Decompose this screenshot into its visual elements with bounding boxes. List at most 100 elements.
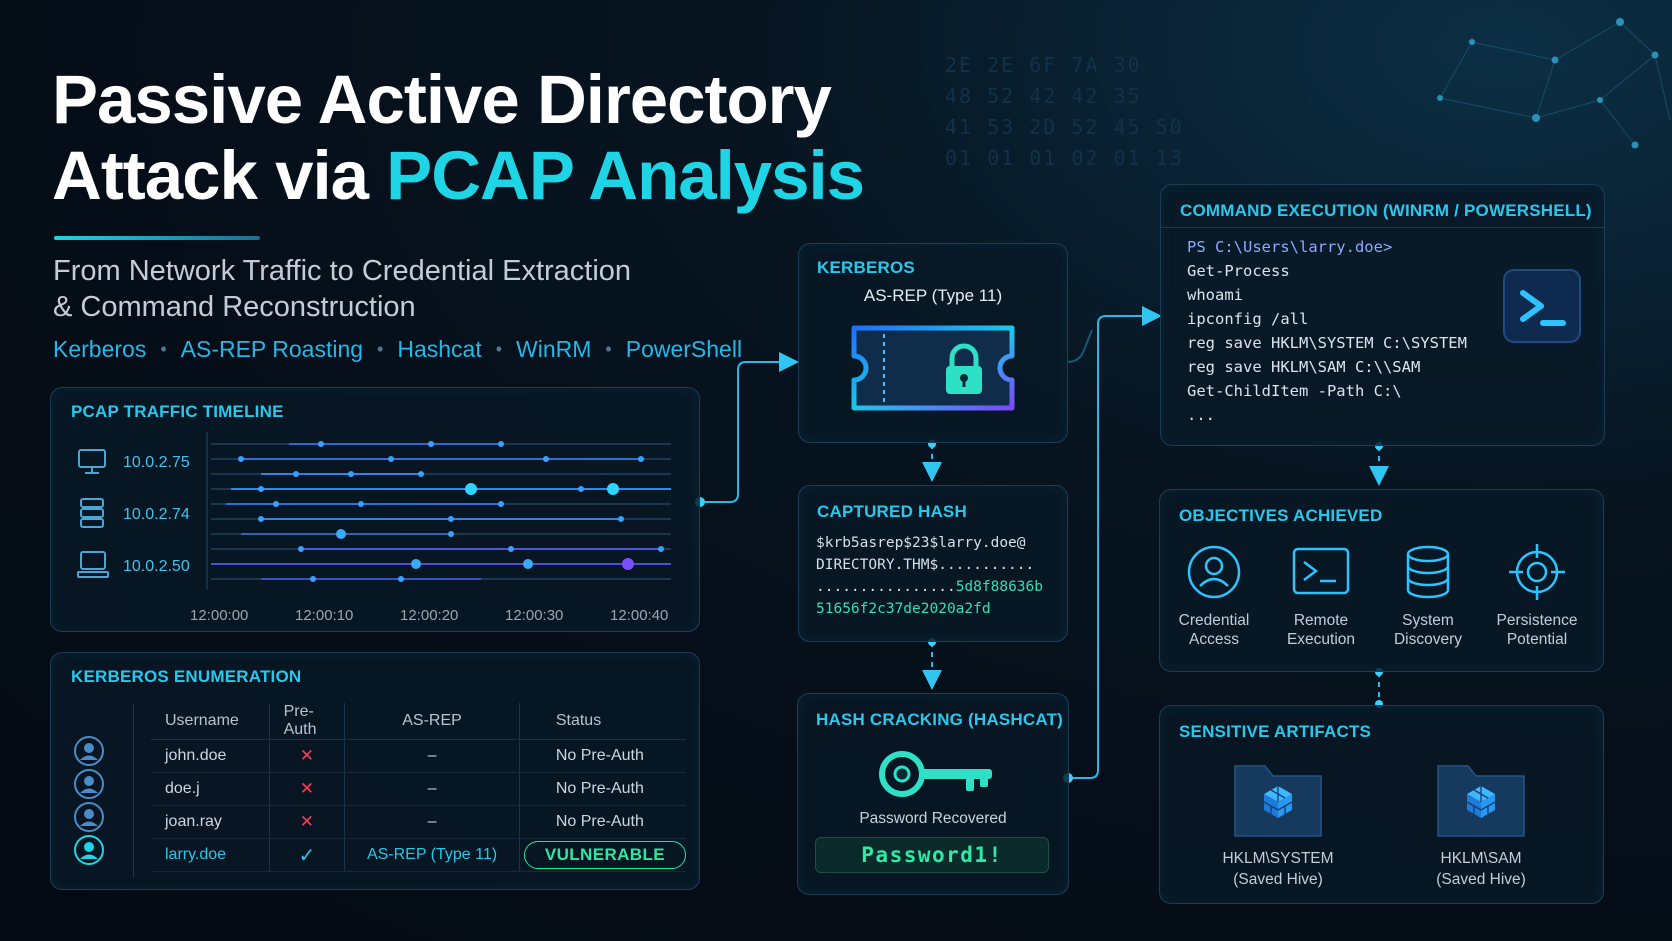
- database-icon: [1406, 545, 1450, 599]
- table-row: joan.ray ✕ – No Pre-Auth: [151, 805, 686, 839]
- table-divider: [133, 703, 134, 878]
- table-header-row: Username Pre-Auth AS-REP Status: [151, 703, 686, 740]
- ticket-lock-icon: [851, 325, 1015, 411]
- column-header: Username: [151, 703, 270, 740]
- connector-commands-to-kerberos-panel: [1066, 329, 1093, 363]
- vulnerable-badge: VULNERABLE: [523, 841, 686, 869]
- command-execution-panel: COMMAND EXECUTION (WINRM / POWERSHELL) P…: [1160, 184, 1605, 446]
- title-accent: PCAP Analysis: [386, 137, 865, 214]
- axis-tick: 12:00:30: [505, 607, 564, 624]
- command-line: ipconfig /all: [1187, 310, 1309, 328]
- subtitle: From Network Traffic to Credential Extra…: [53, 255, 632, 323]
- artifact-system-hive: HKLM\SYSTEM (Saved Hive): [1213, 756, 1343, 889]
- preauth-cell: ✓: [268, 838, 345, 872]
- powershell-prompt: PS C:\Users\larry.doe>: [1187, 238, 1393, 256]
- username-cell: joan.ray: [151, 805, 270, 839]
- user-icon: [1187, 545, 1241, 599]
- title-underline: [54, 236, 260, 240]
- pcap-timeline-panel: PCAP TRAFFIC TIMELINE 10.0.2.75 10.0.2.7…: [50, 387, 700, 632]
- tag-separator: •: [605, 339, 612, 359]
- command-line: ...: [1187, 406, 1215, 424]
- computer-icon: [77, 551, 109, 578]
- username-cell: larry.doe: [151, 838, 270, 872]
- target-icon: [1509, 544, 1565, 600]
- key-icon: [879, 751, 992, 797]
- folder-cube-icon: [1437, 765, 1525, 837]
- status-cell: No Pre-Auth: [518, 805, 686, 839]
- panel-title: COMMAND EXECUTION (WINRM / POWERSHELL): [1180, 201, 1592, 220]
- enumeration-table: Username Pre-Auth AS-REP Status john.doe…: [151, 703, 686, 872]
- column-header: Pre-Auth: [268, 703, 345, 740]
- panel-title: KERBEROS: [817, 258, 915, 277]
- tag: Hashcat: [397, 336, 482, 362]
- page-title: Passive Active Directory Attack via PCAP…: [52, 61, 865, 214]
- asrep-cell: AS-REP (Type 11): [344, 838, 520, 872]
- preauth-cell: ✕: [268, 805, 345, 839]
- command-list: PS C:\Users\larry.doe> Get-Process whoam…: [1187, 235, 1467, 427]
- network-graph-decoration: [1437, 18, 1671, 149]
- host-ip: 10.0.2.74: [123, 506, 190, 523]
- captured-hash-panel: CAPTURED HASH $krb5asrep$23$larry.doe@ D…: [798, 485, 1068, 642]
- asrep-cell: –: [344, 739, 520, 773]
- user-icon-highlighted: [74, 835, 104, 865]
- tag: AS-REP Roasting: [180, 336, 364, 362]
- objective-credential-access: Credential Access: [1172, 544, 1256, 649]
- preauth-cell: ✕: [268, 772, 345, 806]
- objective-persistence-potential: Persistence Potential: [1492, 544, 1582, 649]
- table-row: john.doe ✕ – No Pre-Auth: [151, 739, 686, 773]
- password-recovered-label: Password Recovered: [859, 810, 1007, 827]
- panel-title: HASH CRACKING (HASHCAT): [816, 710, 1063, 729]
- panel-title: CAPTURED HASH: [817, 502, 967, 521]
- username-cell: john.doe: [151, 739, 270, 773]
- powershell-icon: [1503, 269, 1581, 343]
- table-row: doe.j ✕ – No Pre-Auth: [151, 772, 686, 806]
- asrep-cell: –: [344, 805, 520, 839]
- user-icon: [74, 802, 104, 832]
- objectives-panel: OBJECTIVES ACHIEVED Credential Access Re…: [1159, 489, 1604, 672]
- folder-cube-icon: [1234, 765, 1322, 837]
- tag-separator: •: [160, 339, 167, 359]
- kerberos-enumeration-panel: KERBEROS ENUMERATION Username Pre-Auth A…: [50, 652, 700, 890]
- command-line: whoami: [1187, 286, 1243, 304]
- panel-title: SENSITIVE ARTIFACTS: [1179, 722, 1372, 741]
- host-ip: 10.0.2.75: [123, 454, 190, 471]
- command-line: reg save HKLM\SAM C:\\SAM: [1187, 358, 1421, 376]
- connector-cracking-to-commands: [1068, 306, 1162, 779]
- traffic-lanes: [206, 432, 671, 590]
- axis-tick: 12:00:40: [610, 607, 669, 624]
- kerberos-panel: KERBEROS AS-REP (Type 11): [798, 243, 1068, 443]
- server-icon: [80, 498, 104, 528]
- preauth-cell: ✕: [268, 739, 345, 773]
- column-header: Status: [518, 703, 686, 740]
- table-row-vulnerable: larry.doe ✓ AS-REP (Type 11) VULNERABLE: [151, 838, 686, 872]
- background-hex: 2E 2E 6F 7A 30 48 52 42 42 35 41 53 2D 5…: [945, 53, 1184, 170]
- status-cell: No Pre-Auth: [518, 772, 686, 806]
- panel-title: PCAP TRAFFIC TIMELINE: [71, 402, 284, 421]
- objective-remote-execution: Remote Execution: [1277, 544, 1365, 649]
- terminal-icon: [1292, 547, 1350, 595]
- recovered-password: Password1!: [815, 837, 1049, 873]
- panel-title: KERBEROS ENUMERATION: [71, 667, 302, 686]
- command-line: Get-ChildItem -Path C:\: [1187, 382, 1402, 400]
- hash-cracking-panel: HASH CRACKING (HASHCAT) Password Recover…: [797, 693, 1069, 895]
- axis-tick: 12:00:10: [295, 607, 354, 624]
- status-cell: No Pre-Auth: [518, 739, 686, 773]
- panel-header-divider: [1161, 227, 1604, 228]
- command-line: reg save HKLM\SYSTEM C:\SYSTEM: [1187, 334, 1467, 352]
- user-avatar-column: [73, 735, 105, 866]
- username-cell: doe.j: [151, 772, 270, 806]
- column-header: AS-REP: [344, 703, 520, 740]
- axis-tick: 12:00:00: [190, 607, 249, 624]
- user-icon: [74, 736, 104, 766]
- sensitive-artifacts-panel: SENSITIVE ARTIFACTS HKLM\SYSTEM (Saved H…: [1159, 705, 1604, 904]
- panel-title: OBJECTIVES ACHIEVED: [1179, 506, 1383, 525]
- tag: WinRM: [516, 336, 592, 362]
- artifact-sam-hive: HKLM\SAM (Saved Hive): [1416, 756, 1546, 889]
- tag: PowerShell: [625, 336, 743, 362]
- command-line: Get-Process: [1187, 262, 1290, 280]
- user-icon: [74, 769, 104, 799]
- host-ip: 10.0.2.50: [123, 558, 190, 575]
- hash-value: $krb5asrep$23$larry.doe@ DIRECTORY.THM$.…: [816, 535, 1043, 617]
- topic-tags: Kerberos• AS-REP Roasting• Hashcat• WinR…: [53, 336, 742, 363]
- kerberos-subtitle: AS-REP (Type 11): [863, 286, 1003, 305]
